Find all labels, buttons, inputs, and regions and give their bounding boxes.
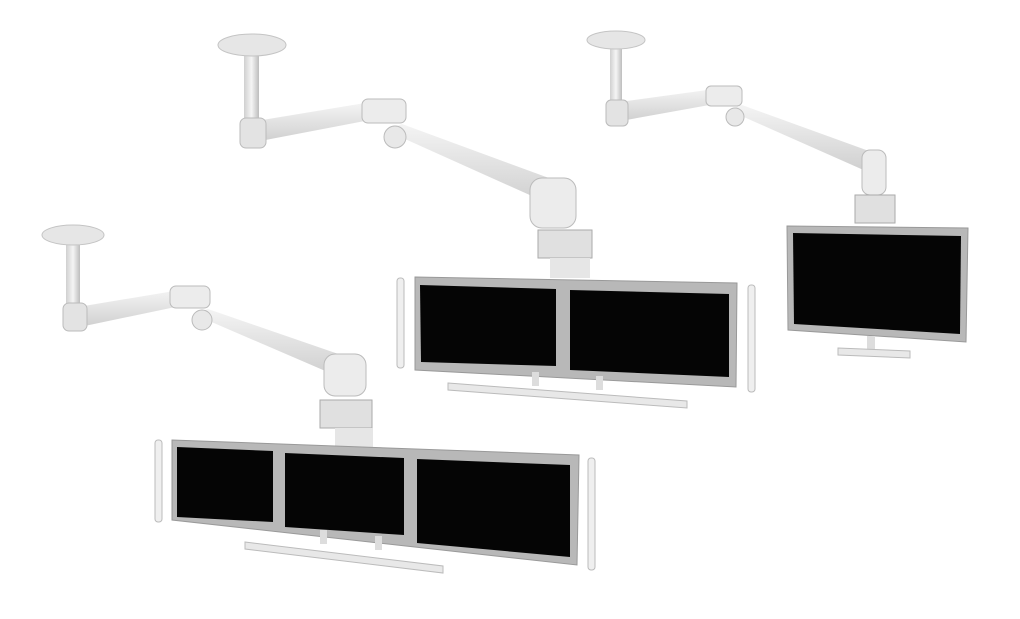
head-box [319,399,373,429]
left-handle [396,277,405,369]
monitor-screen-1 [177,447,273,522]
ceiling-disc [41,224,105,246]
arm-pivot [383,125,407,149]
monitor-screen [793,233,961,334]
stand-post [867,336,875,350]
foot-bar [447,382,688,409]
elbow-joint [705,85,743,107]
ceiling-pole [244,52,259,122]
left-handle [154,439,163,523]
arm-joint [62,302,88,332]
foot-bar [244,541,444,574]
lower-arm [728,105,880,172]
head-box [537,229,593,259]
monitor-screen-1 [420,285,556,366]
arm-pivot [725,107,745,127]
elbow-joint [169,285,211,309]
upper-arm [72,290,185,328]
wrist-joint [529,177,577,229]
wrist-joint [861,149,887,196]
arm-pivot [191,309,213,331]
head-column [550,258,590,278]
arm-joint [605,99,629,127]
stand-post [375,536,382,550]
ceiling-disc [217,33,287,57]
wrist-joint [323,353,367,397]
stand-post [320,530,327,544]
upper-arm [612,88,726,122]
monitor-screen-2 [285,453,404,535]
ceiling-pole [66,242,80,307]
foot-bar [837,347,911,359]
elbow-joint [361,98,407,124]
monitor-screen-3 [417,459,570,557]
lower-arm [193,309,350,376]
ceiling-disc [586,30,646,50]
head-column [335,428,373,448]
head-box [854,194,896,224]
stand-post [596,376,603,390]
triple-monitor-mount [41,224,596,574]
monitor-screen-2 [570,290,729,377]
right-handle [587,457,596,571]
arm-joint [239,117,267,149]
single-monitor-mount [586,30,969,359]
upper-arm [250,103,370,142]
lower-arm [385,124,568,205]
dual-monitor-mount [217,33,756,409]
ceiling-pole [610,42,622,107]
stand-post [532,372,539,386]
right-handle [747,284,756,393]
